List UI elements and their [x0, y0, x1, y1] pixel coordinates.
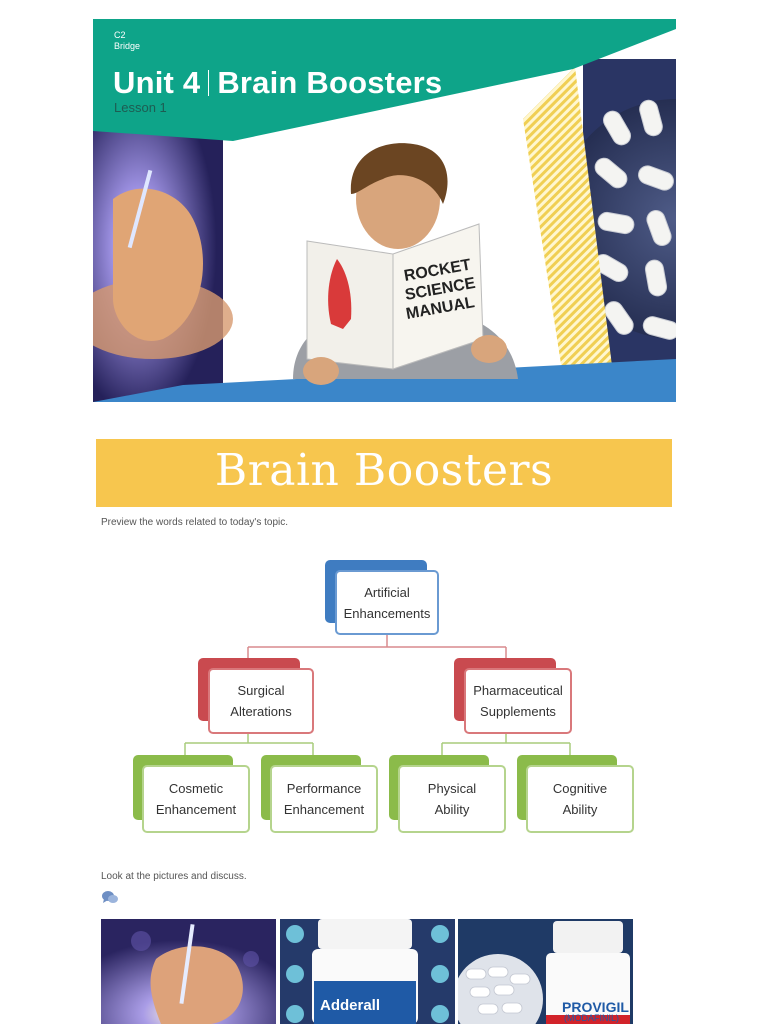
- diagram-connectors: [184, 633, 571, 755]
- section-heading: Brain Boosters: [96, 439, 672, 507]
- banner-artwork: ROCKET SCIENCE MANUAL: [93, 19, 676, 402]
- series-label: C2 Bridge: [114, 30, 141, 51]
- unit-banner: ROCKET SCIENCE MANUAL C2 Bridge Unit 4 Br…: [93, 19, 676, 402]
- unit-number: Unit 4: [113, 65, 201, 100]
- provigil-label: PROVIGIL: [562, 999, 629, 1015]
- unit-title: Unit 4 Brain Boosters: [113, 65, 442, 101]
- preview-instruction: Preview the words related to today's top…: [101, 517, 289, 528]
- adderall-label: Adderall: [320, 997, 381, 1014]
- speech-bubble-icon: [101, 889, 119, 905]
- section-heading-text: Brain Boosters: [214, 445, 554, 496]
- adderall-bottle-image: Adderall: [280, 919, 455, 1024]
- title-divider: [208, 70, 210, 96]
- provigil-bottle-image: PROVIGIL (MODAFINIL): [458, 919, 633, 1024]
- lesson-label: Lesson 1: [114, 100, 167, 115]
- provigil-sub-label: (MODAFINIL): [564, 1013, 619, 1023]
- muscle-injection-image: [101, 919, 276, 1024]
- unit-name: Brain Boosters: [217, 65, 443, 100]
- discuss-instruction: Look at the pictures and discuss.: [101, 871, 247, 882]
